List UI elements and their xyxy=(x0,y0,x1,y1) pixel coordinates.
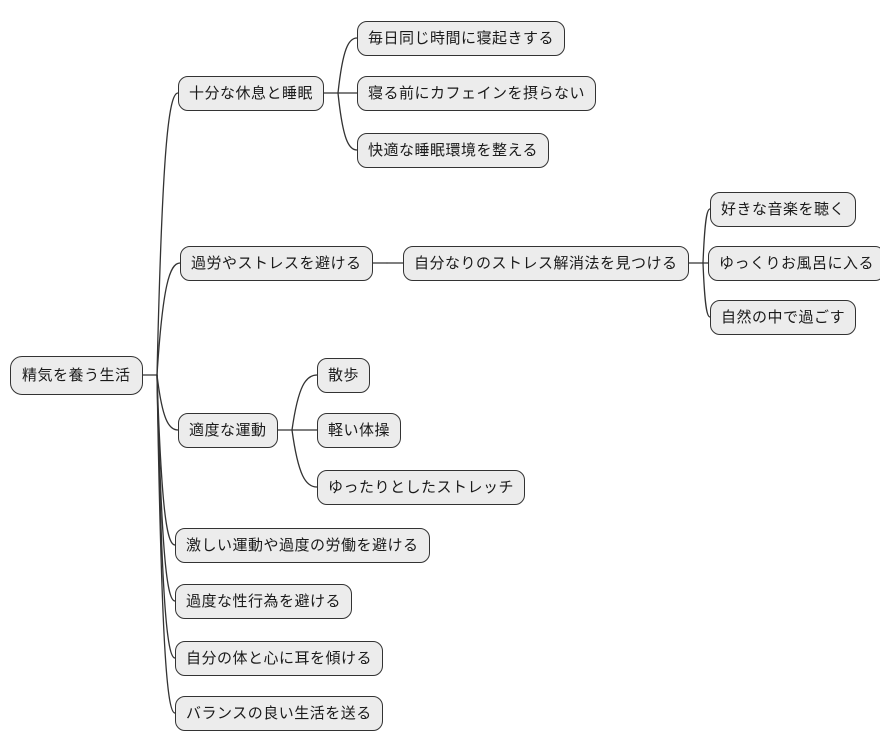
node-label: 寝る前にカフェインを摂らない xyxy=(368,85,586,102)
node-exercise: 適度な運動 xyxy=(178,413,278,448)
node-label: ゆったりとしたストレッチ xyxy=(328,479,515,496)
node-label: 軽い体操 xyxy=(328,422,391,439)
node-label: 過度な性行為を避ける xyxy=(186,593,342,610)
node-bath: ゆっくりお風呂に入る xyxy=(708,246,880,281)
node-label: 精気を養う生活 xyxy=(22,367,131,384)
node-balanced-life: バランスの良い生活を送る xyxy=(175,696,383,731)
node-label: 自分の体と心に耳を傾ける xyxy=(186,650,373,667)
node-label: 自分なりのストレス解消法を見つける xyxy=(414,255,678,272)
node-label: 過労やストレスを避ける xyxy=(191,255,362,272)
node-label: 激しい運動や過度の労働を避ける xyxy=(186,537,419,554)
node-label: 自然の中で過ごす xyxy=(721,309,846,326)
node-listen-body: 自分の体と心に耳を傾ける xyxy=(175,641,384,676)
node-gymnastics: 軽い体操 xyxy=(317,413,402,448)
node-label: 好きな音楽を聴く xyxy=(721,201,846,218)
node-stress-relief: 自分なりのストレス解消法を見つける xyxy=(403,246,689,281)
mindmap-edge xyxy=(156,374,176,546)
mindmap-edge xyxy=(156,374,176,714)
mindmap-edge xyxy=(156,374,176,659)
mindmap-edge xyxy=(156,92,179,376)
mindmap-edge xyxy=(337,92,358,151)
node-rest-sleep: 十分な休息と睡眠 xyxy=(178,76,325,111)
node-stretch: ゆったりとしたストレッチ xyxy=(317,470,526,505)
node-same-time: 毎日同じ時間に寝起きする xyxy=(357,21,566,56)
node-no-caffeine: 寝る前にカフェインを摂らない xyxy=(357,76,597,111)
mindmap-edge xyxy=(291,429,318,488)
node-no-hard-work: 激しい運動や過度の労働を避ける xyxy=(175,528,430,563)
node-label: 快適な睡眠環境を整える xyxy=(368,142,539,159)
mindmap-edge xyxy=(291,374,318,431)
node-root: 精気を養う生活 xyxy=(10,356,143,395)
node-avoid-stress: 過労やストレスを避ける xyxy=(180,246,373,281)
mindmap-edge xyxy=(337,37,358,94)
mindmap-edge xyxy=(156,374,176,602)
node-label: 十分な休息と睡眠 xyxy=(189,85,314,102)
node-no-excess-sex: 過度な性行為を避ける xyxy=(175,584,353,619)
node-label: ゆっくりお風呂に入る xyxy=(719,255,875,272)
node-label: バランスの良い生活を送る xyxy=(186,705,372,722)
node-label: 毎日同じ時間に寝起きする xyxy=(368,30,555,47)
node-nature: 自然の中で過ごす xyxy=(710,300,857,335)
node-sleep-env: 快適な睡眠環境を整える xyxy=(357,133,550,168)
node-label: 適度な運動 xyxy=(189,422,267,439)
node-walk: 散歩 xyxy=(317,358,371,393)
node-label: 散歩 xyxy=(328,367,360,384)
mindmap-edge xyxy=(156,374,179,431)
mindmap-edge xyxy=(156,262,181,376)
node-music: 好きな音楽を聴く xyxy=(710,192,857,227)
